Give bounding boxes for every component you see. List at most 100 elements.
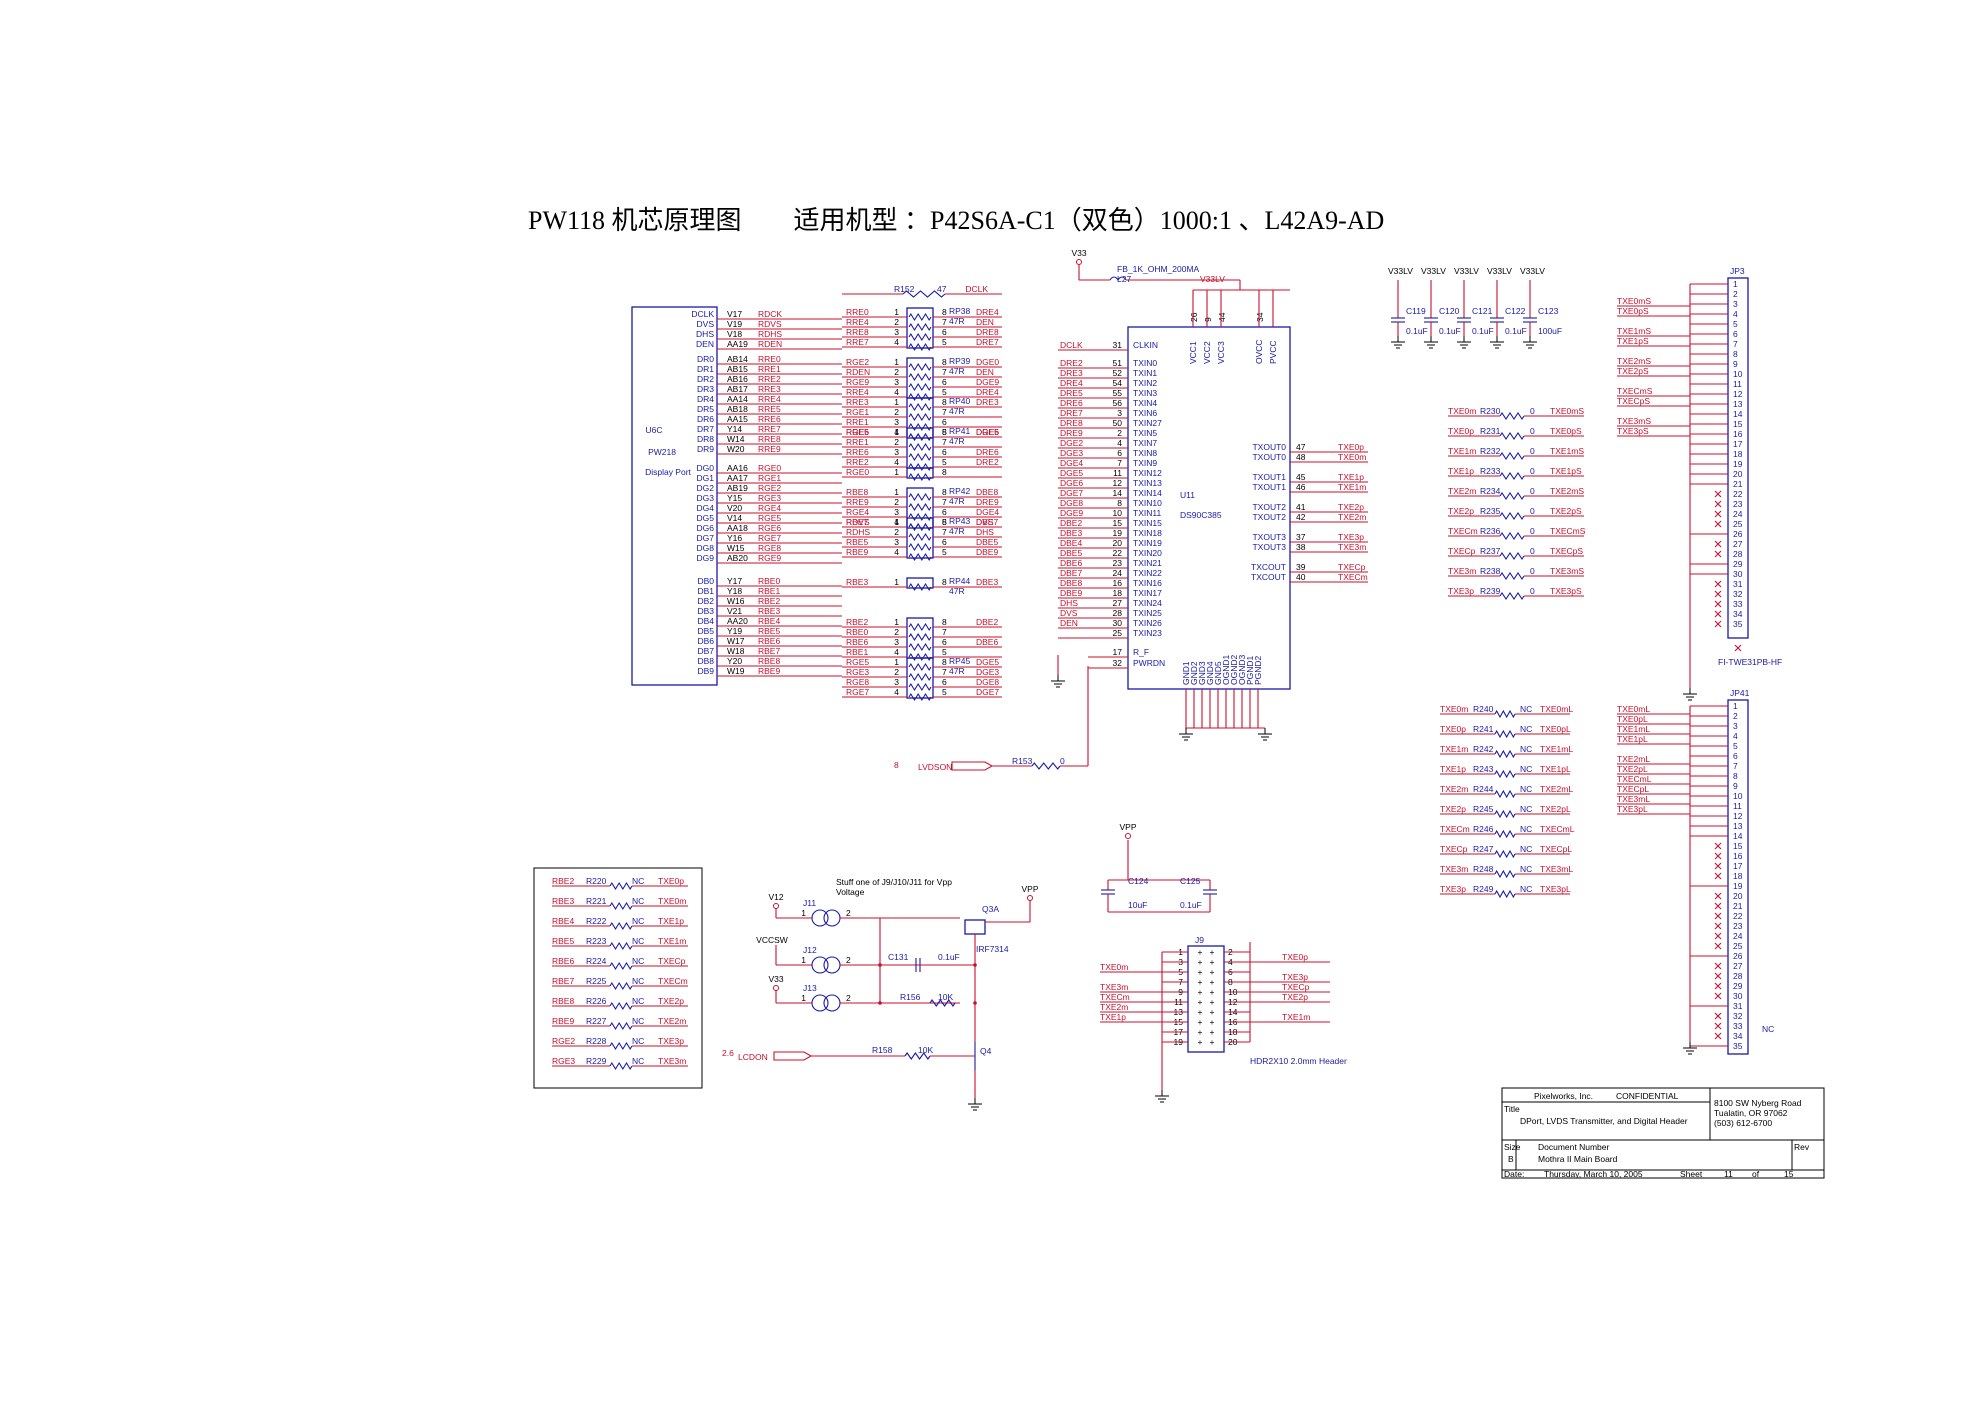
u6c-pin-name: DR1 bbox=[697, 364, 714, 374]
rpack-in-net: RRE3 bbox=[846, 397, 869, 407]
box-symbol bbox=[609, 1021, 633, 1031]
snc-value: NC bbox=[1520, 864, 1532, 874]
snc-value: NC bbox=[1520, 824, 1532, 834]
rpack-pin: 8 bbox=[942, 397, 947, 407]
s0-symbol bbox=[1499, 452, 1525, 460]
s0-ref: R230 bbox=[1480, 406, 1501, 416]
u11-out-net: TXE2p bbox=[1338, 502, 1364, 512]
jp3-pin-num: 35 bbox=[1733, 619, 1743, 629]
rpack-pin: 5 bbox=[942, 427, 947, 437]
power-net-label: VPP bbox=[1021, 884, 1038, 894]
rpack-out-net: DBE3 bbox=[976, 577, 998, 587]
rpack-out-net: DGE4 bbox=[976, 507, 999, 517]
jp3-pin-num: 24 bbox=[1733, 509, 1743, 519]
rpack-pin: 3 bbox=[894, 677, 899, 687]
cap-ref: C121 bbox=[1472, 306, 1493, 316]
jp41-pin-num: 33 bbox=[1733, 1021, 1743, 1031]
box-value: NC bbox=[632, 936, 644, 946]
rpack-in-net: RBE6 bbox=[846, 637, 868, 647]
s0-ref: R238 bbox=[1480, 566, 1501, 576]
power-port-icon bbox=[773, 985, 779, 991]
s0-ref: R237 bbox=[1480, 546, 1501, 556]
u6c-net-label: RBE3 bbox=[758, 606, 780, 616]
u11-out-net: TXE1p bbox=[1338, 472, 1364, 482]
u6c-pin-name: DR7 bbox=[697, 424, 714, 434]
tb-address: 8100 SW Nyberg Road bbox=[1714, 1098, 1802, 1108]
rpack-pin: 6 bbox=[942, 377, 947, 387]
s0-symbol bbox=[1499, 492, 1525, 500]
no-connect-icon bbox=[1714, 862, 1722, 870]
j9-pin-icon: + bbox=[1210, 997, 1215, 1007]
rpack-out-net: DBE6 bbox=[976, 637, 998, 647]
rpack-pin: 3 bbox=[894, 447, 899, 457]
no-connect-icon bbox=[1714, 1022, 1722, 1030]
tb-company: Pixelworks, Inc. bbox=[1534, 1091, 1593, 1101]
u6c-pin-name: DR4 bbox=[697, 394, 714, 404]
rpack-out-net: DEN bbox=[976, 317, 994, 327]
jp3-pin-num: 22 bbox=[1733, 489, 1743, 499]
u6c-net-label: RRE9 bbox=[758, 444, 781, 454]
u6c-pin-name: DR2 bbox=[697, 374, 714, 384]
s0-value: 0 bbox=[1530, 486, 1535, 496]
snc-symbol bbox=[1494, 849, 1516, 859]
box-ref: R222 bbox=[586, 916, 607, 926]
u11-pin-num: 32 bbox=[1113, 658, 1123, 668]
u6c-pin-ball: W17 bbox=[727, 636, 745, 646]
u11-pin-num: 7 bbox=[1117, 458, 1122, 468]
u6c-pin-ball: V20 bbox=[727, 503, 742, 513]
rpack-resistor bbox=[908, 632, 932, 642]
jp3-net: TXECmS bbox=[1617, 386, 1653, 396]
rpack-pin: 2 bbox=[894, 627, 899, 637]
u6c-net-label: RBE4 bbox=[758, 616, 780, 626]
nc-resistor-box bbox=[533, 867, 703, 1089]
jp3-pin-num: 19 bbox=[1733, 459, 1743, 469]
u6c-pin-ball: AB20 bbox=[727, 553, 748, 563]
lvdson-pin: 8 bbox=[894, 760, 899, 770]
u11-out-net: TXECm bbox=[1338, 572, 1368, 582]
r153-ref: R153 bbox=[1012, 756, 1033, 766]
tb-sheet: 11 bbox=[1724, 1169, 1733, 1179]
u11-out-pin: 48 bbox=[1296, 452, 1306, 462]
u11-pin-num: 18 bbox=[1113, 588, 1123, 598]
box-out-net: TXECm bbox=[658, 976, 688, 986]
u6c-pin-ball: V17 bbox=[727, 309, 742, 319]
u11-pin-num: 15 bbox=[1113, 518, 1123, 528]
s0-in-net: TXE1p bbox=[1448, 466, 1474, 476]
u6c-label: Display Port bbox=[645, 467, 691, 477]
rpack-pin: 8 bbox=[942, 357, 947, 367]
no-connect-icon bbox=[1714, 540, 1722, 548]
u11-pin-name: TXIN6 bbox=[1133, 408, 1157, 418]
rpack-pin: 7 bbox=[942, 367, 947, 377]
tb-docnum-label: Document Number bbox=[1538, 1142, 1610, 1152]
u11-top-pin: VCC1 bbox=[1188, 341, 1198, 364]
u11-pin-num: 54 bbox=[1113, 378, 1123, 388]
rpack-pin: 5 bbox=[942, 547, 947, 557]
rpack-pin: 8 bbox=[942, 657, 947, 667]
rpack-in-net: RBE2 bbox=[846, 617, 868, 627]
jumper-icon bbox=[811, 956, 829, 974]
s0-symbol bbox=[1499, 532, 1525, 540]
tb-size-label: Size bbox=[1504, 1142, 1521, 1152]
u11-pin-name: R_F bbox=[1133, 647, 1149, 657]
rpack-resistor bbox=[908, 422, 932, 432]
u11-out-net: TXE0m bbox=[1338, 452, 1366, 462]
rpack-resistor bbox=[908, 652, 932, 662]
s0-ref: R231 bbox=[1480, 426, 1501, 436]
rpack-out-net: DGE5 bbox=[976, 657, 999, 667]
snc-value: NC bbox=[1520, 804, 1532, 814]
jp3-pin-num: 30 bbox=[1733, 569, 1743, 579]
u11-top-pin-num: 9 bbox=[1203, 317, 1213, 322]
rpack-value: 47R bbox=[949, 666, 965, 676]
rpack-resistor bbox=[908, 662, 932, 672]
rpack-resistor bbox=[908, 622, 932, 632]
no-connect-icon bbox=[1714, 852, 1722, 860]
rpack-resistor bbox=[908, 582, 932, 592]
u6c-pin-ball: Y14 bbox=[727, 424, 742, 434]
rpack-in-net: RBE8 bbox=[846, 487, 868, 497]
u6c-pin-name: DG3 bbox=[697, 493, 715, 503]
cap-value: 0.1uF bbox=[1439, 326, 1461, 336]
q4-ref: Q4 bbox=[980, 1046, 992, 1056]
u6c-net-label: RBE6 bbox=[758, 636, 780, 646]
u6c-net-label: RRE5 bbox=[758, 404, 781, 414]
u6c-pin-ball: Y15 bbox=[727, 493, 742, 503]
